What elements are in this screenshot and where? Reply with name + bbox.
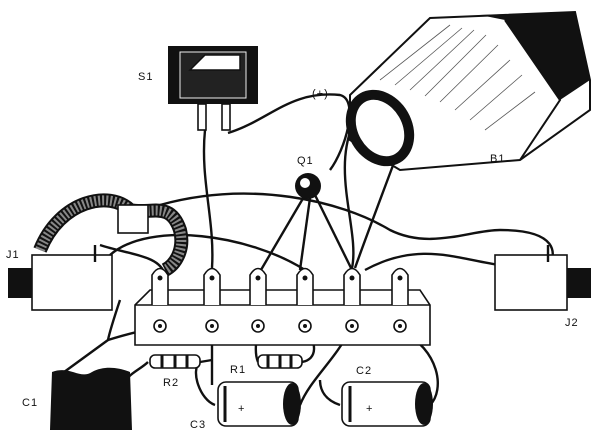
screw-center	[350, 324, 354, 328]
label-j1: J1	[6, 249, 20, 261]
c3-polarity: +	[238, 403, 245, 415]
screw-center	[303, 324, 307, 328]
transistor-q1: Q1	[295, 155, 321, 199]
lug-hole	[209, 275, 215, 281]
battery-b1: (+) B1	[312, 10, 591, 172]
jack-j2: J2	[494, 245, 591, 329]
capacitor-c2: + C2	[341, 365, 433, 427]
lug-hole	[255, 275, 261, 281]
label-s1: S1	[138, 71, 153, 83]
capacitor-c1: C1	[22, 367, 132, 430]
jack-j1: J1	[6, 245, 113, 311]
terminal-lug	[391, 267, 409, 305]
resistor-r2: R2	[149, 354, 201, 389]
label-plus: (+)	[312, 88, 329, 100]
lug-hole	[349, 275, 355, 281]
c2-polarity: +	[366, 403, 373, 415]
shielded-cable	[33, 193, 189, 277]
terminal-strip	[134, 267, 431, 346]
screw-center	[158, 324, 162, 328]
lug-hole	[397, 275, 403, 281]
terminal-lug	[249, 267, 267, 305]
capacitor-c3: + C3	[190, 381, 301, 431]
terminal-lug	[296, 267, 314, 305]
terminal-lug	[343, 267, 361, 305]
resistor-r1: R1	[230, 354, 303, 376]
screw-center	[210, 324, 214, 328]
label-r2: R2	[163, 377, 179, 389]
label-b1: B1	[490, 153, 505, 165]
switch-s1: S1	[138, 46, 258, 131]
label-q1: Q1	[297, 155, 314, 167]
terminal-lug	[203, 267, 221, 305]
label-c3: C3	[190, 419, 206, 431]
lug-hole	[157, 275, 163, 281]
screw-center	[398, 324, 402, 328]
label-j2: J2	[565, 317, 579, 329]
label-r1: R1	[230, 364, 246, 376]
lug-hole	[302, 275, 308, 281]
screw-center	[256, 324, 260, 328]
label-c1: C1	[22, 397, 38, 409]
terminal-lug	[151, 267, 169, 305]
label-c2: C2	[356, 365, 372, 377]
